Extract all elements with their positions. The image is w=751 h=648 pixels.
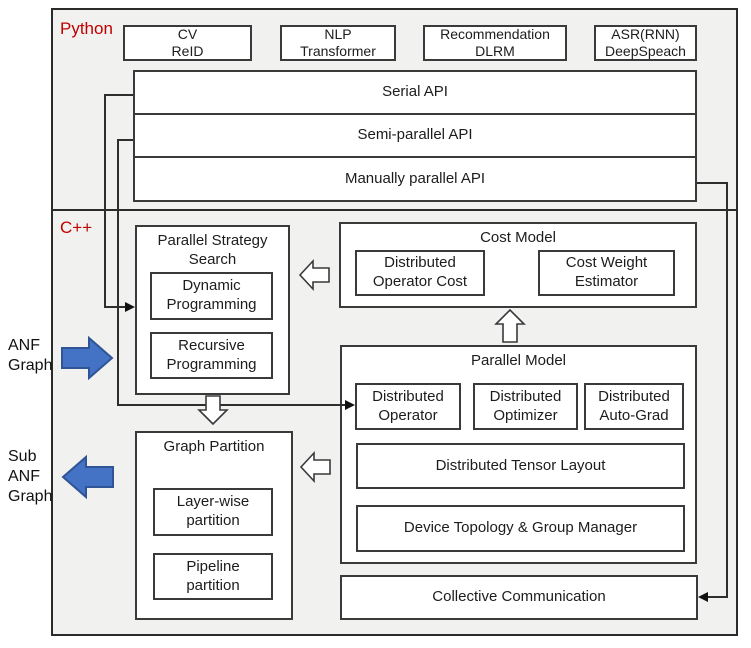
graph-partition-title: Graph Partition: [163, 438, 265, 455]
dynamic-programming-box: Dynamic Programming: [150, 272, 273, 320]
cost-model-title: Cost Model: [480, 229, 556, 246]
python-section-label: Python: [60, 19, 113, 38]
distributed-auto-grad-box: Distributed Auto-Grad: [584, 383, 684, 430]
recursive-programming-box: Recursive Programming: [150, 332, 273, 379]
manually-parallel-api-bar: Manually parallel API: [133, 156, 697, 202]
cpp-section-label: C++: [60, 218, 93, 237]
distributed-operator-box: Distributed Operator: [355, 383, 461, 430]
collective-communication-box: Collective Communication: [340, 575, 698, 620]
parallel-strategy-search-title: Parallel Strategy Search: [157, 232, 268, 268]
distributed-tensor-layout-box: Distributed Tensor Layout: [356, 443, 685, 489]
anf-graph-label: ANF Graph: [8, 337, 53, 374]
parallel-model-title: Parallel Model: [470, 352, 567, 369]
app-box-asr-deepspeach: ASR(RNN) DeepSpeach: [594, 25, 697, 61]
python-cpp-divider: [51, 209, 738, 211]
semi-parallel-api-bar: Semi-parallel API: [133, 113, 697, 158]
app-box-cv-reid: CV ReID: [123, 25, 252, 61]
pipeline-partition-box: Pipeline partition: [153, 553, 273, 600]
device-topology-group-manager-box: Device Topology & Group Manager: [356, 505, 685, 552]
app-box-nlp-transformer: NLP Transformer: [280, 25, 396, 61]
app-box-recommendation-dlrm: Recommendation DLRM: [423, 25, 567, 61]
distributed-operator-cost-box: Distributed Operator Cost: [355, 250, 485, 296]
layer-wise-partition-box: Layer-wise partition: [153, 488, 273, 536]
cost-weight-estimator-box: Cost Weight Estimator: [538, 250, 675, 296]
distributed-optimizer-box: Distributed Optimizer: [473, 383, 578, 430]
sub-anf-graph-label: Sub ANF Graph: [8, 448, 53, 505]
serial-api-bar: Serial API: [133, 70, 697, 115]
